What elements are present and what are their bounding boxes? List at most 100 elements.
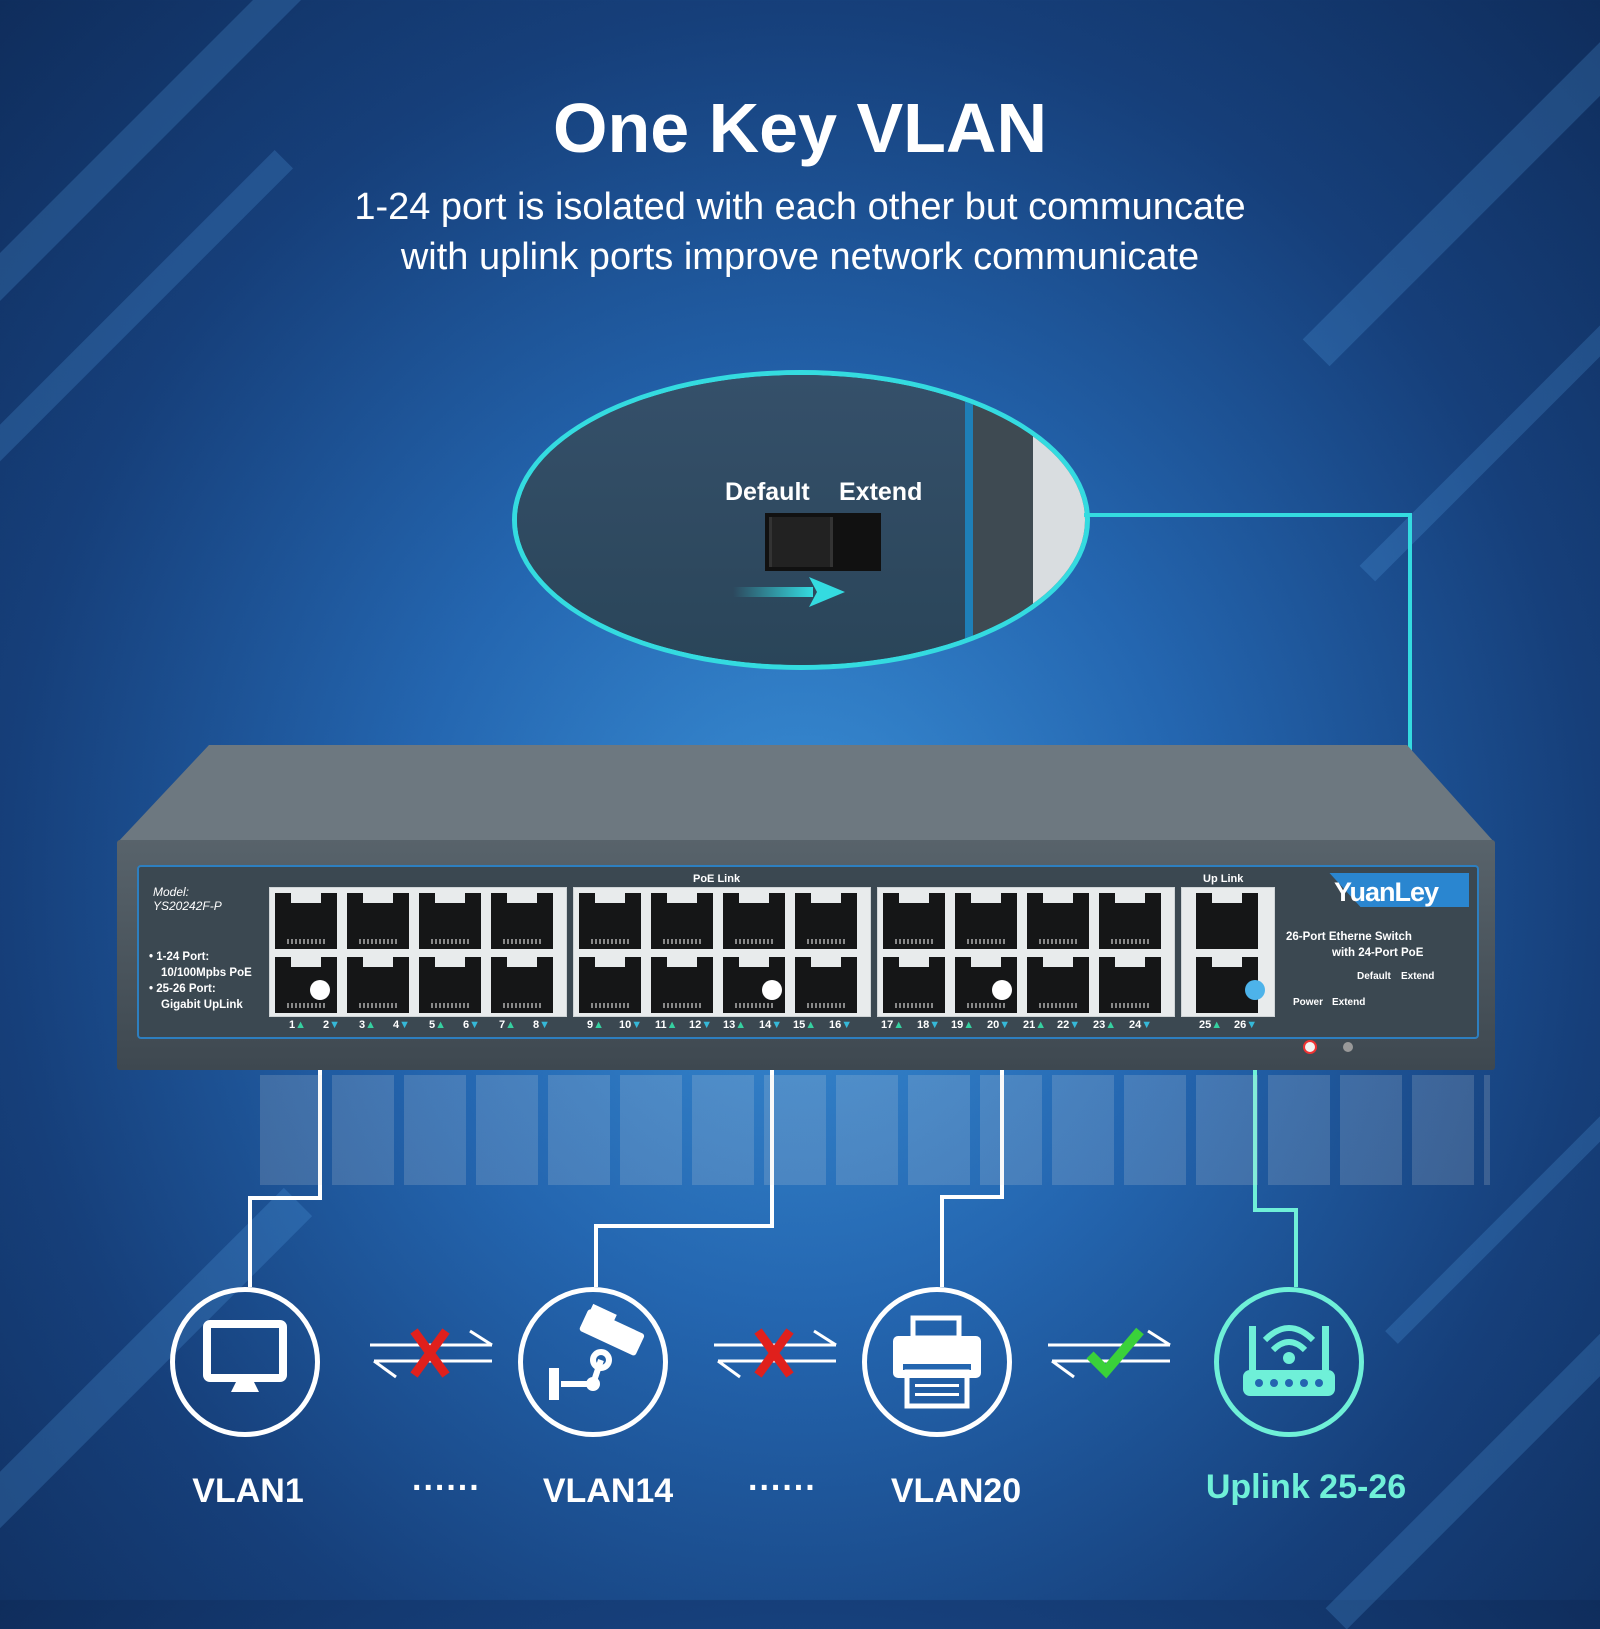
ethernet-port[interactable] [275,893,337,949]
ethernet-port[interactable] [651,893,713,949]
led-extend-label: Extend [1332,997,1366,1008]
switch-zoom-callout: Default Extend [512,370,1090,670]
port-number: 2▼ [323,1019,341,1031]
ethernet-port[interactable] [795,957,857,1013]
uplink-label: Up Link [1199,873,1248,885]
ethernet-port[interactable] [955,893,1017,949]
ethernet-port[interactable] [347,893,409,949]
ethernet-port[interactable] [651,957,713,1013]
port-number: 10▼ [619,1019,643,1031]
port-pins [1111,1003,1149,1008]
page-title: One Key VLAN [553,89,1047,167]
zoom-extend-label: Extend [839,478,923,506]
led-power-label: Power [1293,997,1324,1008]
ethernet-port[interactable] [1027,893,1089,949]
port-pins [431,939,469,944]
port-pins [735,939,773,944]
subtitle-line-1: 1-24 port is isolated with each other bu… [354,186,1246,228]
switch-description-2: with 24-Port PoE [1332,947,1424,959]
poe-link-label: PoE Link [689,873,745,885]
spec-2-detail: Gigabit UpLink [161,999,243,1011]
zoom-panel-edge [965,375,973,665]
toggle-default-label: Default [1357,971,1391,982]
port-pins [967,1003,1005,1008]
port-number: 5▲ [429,1019,447,1031]
ethernet-port[interactable] [883,957,945,1013]
cctv-camera-icon [549,1303,645,1400]
model-number: YS20242F-P [153,899,222,913]
router-icon [1243,1325,1335,1396]
ethernet-port[interactable] [1099,957,1161,1013]
ethernet-port[interactable] [1099,893,1161,949]
port-pins [895,1003,933,1008]
port-pins [663,1003,701,1008]
port-pins [967,939,1005,944]
port-pins [807,939,845,944]
arrow-right-icon [733,577,845,607]
ethernet-port[interactable] [1027,957,1089,1013]
port-pins [359,939,397,944]
port-pins [591,939,629,944]
port-number: 3▲ [359,1019,377,1031]
switch-description-1: 26-Port Etherne Switch [1286,931,1412,943]
port-pins [359,1003,397,1008]
port-number: 19▲ [951,1019,975,1031]
port-number: 14▼ [759,1019,783,1031]
spec-2: • 25-26 Port: [149,983,216,995]
port-number: 9▲ [587,1019,605,1031]
port-number: 13▲ [723,1019,747,1031]
zoom-panel-edge [973,375,1033,665]
ethernet-port[interactable] [723,893,785,949]
poe-switch: Model: YS20242F-P • 1-24 Port: 10/100Mpb… [117,745,1495,1071]
switch-top-face [117,745,1495,843]
port-pins [1111,939,1149,944]
power-led [1305,1042,1315,1052]
port-number: 23▲ [1093,1019,1117,1031]
ethernet-port[interactable] [795,893,857,949]
port-number: 24▼ [1129,1019,1153,1031]
port-pins [287,1003,325,1008]
uplink-port[interactable] [1196,893,1258,949]
brand-logo: YuanLey [1334,877,1439,907]
vlan20-circle [862,1287,1012,1437]
ethernet-port[interactable] [419,893,481,949]
ethernet-port[interactable] [491,893,553,949]
port-pins [431,1003,469,1008]
model-label: Model: [153,885,190,899]
port-pins [807,1003,845,1008]
switch-reflection [260,1075,1490,1185]
monitor-icon [203,1320,287,1392]
toggle-extend-label: Extend [1401,971,1435,982]
vlan-dip-switch[interactable] [765,513,881,571]
port-number: 20▼ [987,1019,1011,1031]
ethernet-port[interactable] [579,893,641,949]
switch-knob [769,517,833,567]
uplink-circle [1214,1287,1364,1437]
port-number: 17▲ [881,1019,905,1031]
zoom-panel-surface [517,375,965,665]
blocked-exchange-icon [714,1328,837,1379]
ethernet-port[interactable] [579,957,641,1013]
port-pins [735,1003,773,1008]
vlan14-label: VLAN14 [542,1472,674,1510]
vlan14-circle [518,1287,668,1437]
vlan20-label: VLAN20 [890,1472,1022,1510]
port-pins [895,939,933,944]
port-number: 7▲ [499,1019,517,1031]
port-number: 12▼ [689,1019,713,1031]
switch-front-panel: Model: YS20242F-P • 1-24 Port: 10/100Mpb… [137,865,1479,1052]
port-pins [503,1003,541,1008]
port-number: 6▼ [463,1019,481,1031]
ethernet-port[interactable] [491,957,553,1013]
allowed-exchange-icon [1048,1327,1171,1379]
ethernet-port[interactable] [419,957,481,1013]
port-number: 18▼ [917,1019,941,1031]
switch-front: Model: YS20242F-P • 1-24 Port: 10/100Mpb… [117,840,1495,1070]
ethernet-port[interactable] [883,893,945,949]
printer-icon [893,1315,981,1409]
port-pins [591,1003,629,1008]
port-number: 15▲ [793,1019,817,1031]
ethernet-port[interactable] [347,957,409,1013]
port-pins [663,939,701,944]
